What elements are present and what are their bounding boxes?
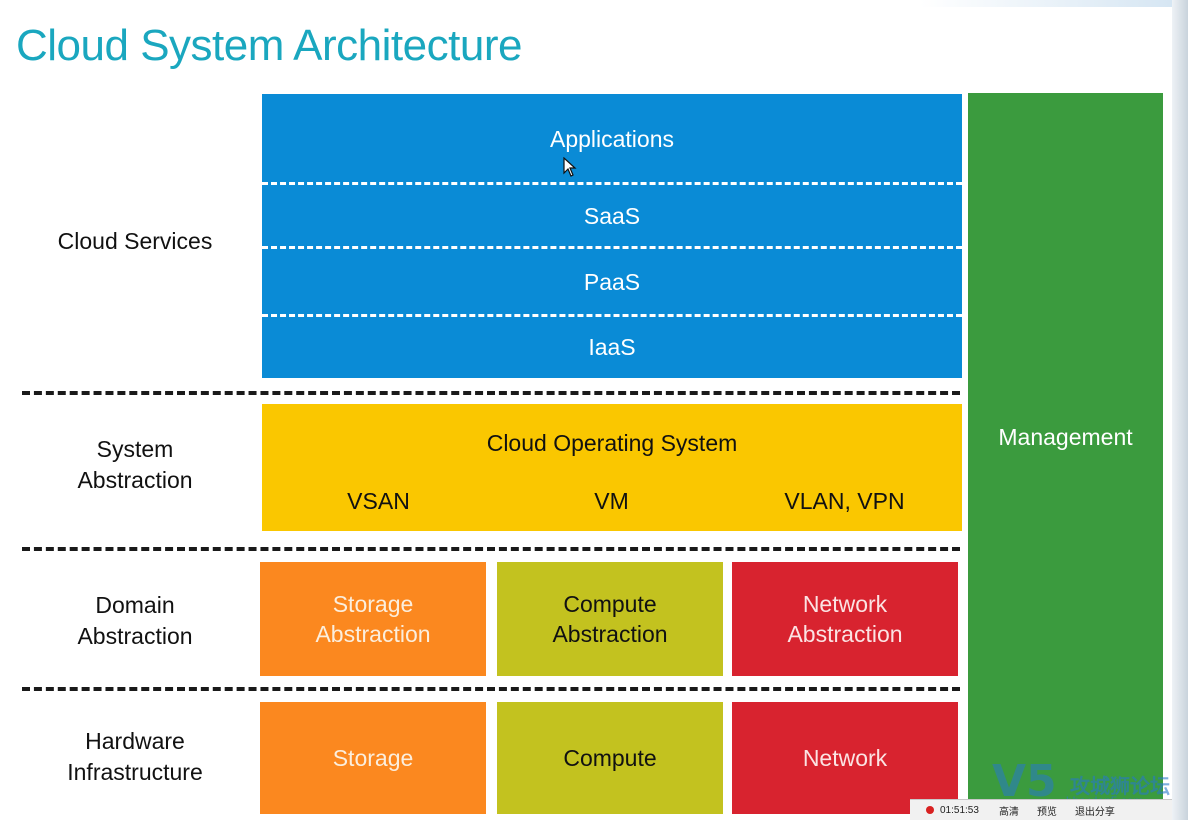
row-label-line: Hardware xyxy=(85,728,185,754)
cloud-services-block: Applications SaaS PaaS IaaS xyxy=(262,94,962,378)
row-label-domain-abstraction: Domain Abstraction xyxy=(20,590,250,652)
layer-applications: Applications xyxy=(549,125,675,152)
watermark-logo: V5 xyxy=(992,756,1057,807)
item-vlan-vpn: VLAN, VPN xyxy=(784,488,905,514)
page-title: Cloud System Architecture xyxy=(16,21,522,70)
recording-icon xyxy=(926,806,934,814)
row-label-line: Abstraction xyxy=(77,467,193,493)
exit-share-button[interactable]: 退出分享 xyxy=(1074,806,1115,818)
watermark-text: 攻城狮论坛 xyxy=(1070,776,1170,798)
network-abstraction-block: Network Abstraction xyxy=(732,562,958,676)
layer-divider xyxy=(262,246,962,249)
block-line: Network xyxy=(802,591,888,617)
storage-block: Storage xyxy=(260,702,486,814)
management-block: Management xyxy=(968,93,1163,820)
row-label-line: Abstraction xyxy=(77,623,193,649)
block-line: Abstraction xyxy=(315,621,431,647)
watermark: V5 攻城狮论坛 bbs.vlan5.com xyxy=(986,752,1172,808)
row-separator xyxy=(22,687,960,691)
row-separator xyxy=(22,547,960,551)
block-line: Abstraction xyxy=(787,621,903,647)
row-label-system-abstraction: System Abstraction xyxy=(20,434,250,496)
share-player-bar: 01:51:53 高清 预览 退出分享 xyxy=(910,799,1172,820)
layer-saas: SaaS xyxy=(583,202,641,229)
block-line: Abstraction xyxy=(552,621,668,647)
cloud-operating-system-block: Cloud Operating System VSAN VM VLAN, VPN xyxy=(262,404,962,531)
block-line: Compute xyxy=(563,591,657,617)
mouse-cursor-icon xyxy=(563,157,577,177)
preview-button[interactable]: 预览 xyxy=(1036,806,1057,818)
hd-button[interactable]: 高清 xyxy=(998,806,1019,818)
compute-abstraction-block: Compute Abstraction xyxy=(497,562,723,676)
item-vsan: VSAN xyxy=(347,488,410,514)
layer-divider xyxy=(262,182,962,185)
top-watermark-strip xyxy=(920,0,1172,7)
storage-abstraction-block: Storage Abstraction xyxy=(260,562,486,676)
item-vm: VM xyxy=(594,488,629,514)
layer-iaas: IaaS xyxy=(588,333,636,360)
window-right-edge xyxy=(1172,0,1188,820)
row-separator xyxy=(22,391,960,395)
row-label-cloud-services: Cloud Services xyxy=(57,228,213,254)
layer-divider xyxy=(262,314,962,317)
layer-paas: PaaS xyxy=(583,268,641,295)
recording-time: 01:51:53 xyxy=(940,804,979,816)
management-label: Management xyxy=(998,424,1133,450)
network-block: Network xyxy=(732,702,958,814)
row-label-line: Domain xyxy=(95,592,175,618)
row-label-line: Infrastructure xyxy=(67,759,203,785)
row-label-line: System xyxy=(96,436,174,462)
cloud-os-heading: Cloud Operating System xyxy=(486,430,738,456)
row-label-hardware-infrastructure: Hardware Infrastructure xyxy=(20,726,250,788)
block-line: Storage xyxy=(332,591,414,617)
compute-block: Compute xyxy=(497,702,723,814)
